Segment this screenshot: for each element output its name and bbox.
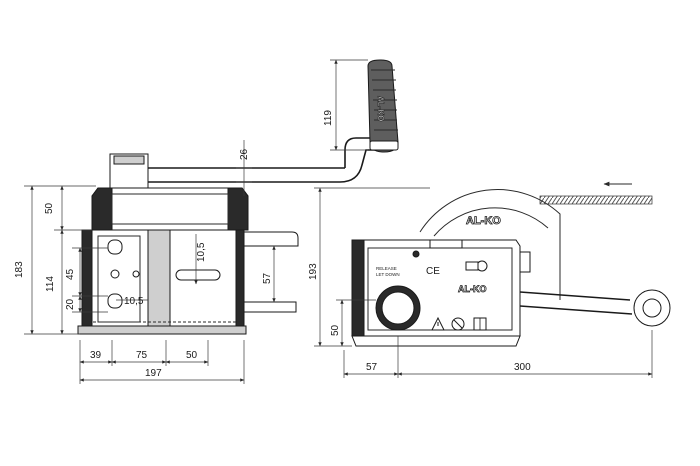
base-plate: [77, 325, 247, 335]
plate-brand: AL-KO: [458, 284, 487, 294]
dim-20: 20: [65, 298, 76, 310]
top-tab: [429, 239, 463, 249]
front-view: AL-KO: [14, 59, 399, 384]
manual-book-icon: [473, 317, 487, 331]
dim-75: 75: [136, 350, 148, 361]
label-release: RELEASE: [376, 266, 397, 271]
dim-39: 39: [90, 350, 102, 361]
dim-114: 114: [45, 276, 56, 292]
dim-50-top: 50: [44, 202, 55, 214]
dim-197: 197: [145, 368, 162, 379]
housing-top-panel: [111, 193, 229, 225]
side-plate-edge: [351, 239, 365, 337]
right-slot: [175, 269, 221, 281]
crank-end-inner: [642, 298, 662, 318]
prohibition-icon: [451, 317, 465, 331]
ce-mark: CE: [426, 266, 440, 277]
dim-26: 26: [239, 148, 250, 160]
handle-grip: AL-KO: [367, 59, 399, 153]
bracket-top: [243, 231, 299, 247]
body-right-edge: [235, 229, 245, 329]
crank-symbol-icon: [465, 260, 488, 272]
drum-outline: [419, 189, 561, 300]
warning-icon: [431, 316, 445, 331]
top-bolt: [412, 250, 420, 258]
dim-50-side: 50: [330, 324, 341, 336]
rope: [539, 195, 653, 205]
dim-119: 119: [323, 110, 334, 126]
dim-50-bottom: 50: [186, 350, 198, 361]
side-clip: [519, 251, 531, 273]
crank-bend: [344, 137, 370, 168]
dim-10-5-right: 10,5: [196, 242, 207, 262]
shaft-collar: [113, 155, 145, 165]
mount-hole-slot-bottom: [107, 293, 123, 309]
housing-right-shadow: [227, 187, 249, 231]
mount-hole-center: [110, 269, 120, 279]
body-center-strap: [147, 229, 171, 329]
side-crank-arm: [519, 291, 633, 315]
mount-hole-small: [132, 270, 140, 278]
drum-inner: [433, 207, 549, 237]
dim-57-front: 57: [262, 272, 273, 284]
dim-300: 300: [514, 362, 531, 373]
crank-bend-inner: [339, 149, 384, 183]
housing-left-shadow: [91, 187, 113, 231]
handle-brand-text: AL-KO: [376, 96, 385, 121]
release-knob-inner: [381, 291, 415, 325]
dim-45: 45: [65, 268, 76, 280]
drum-brand: AL-KO: [466, 215, 501, 227]
dim-10-5-left: 10,5: [124, 296, 144, 307]
bracket-bottom: [243, 301, 297, 313]
side-base: [351, 335, 521, 347]
label-letdown: LET DOWN: [376, 272, 400, 277]
side-view: AL-KO RELEASE LET DOWN CE AL-KO: [308, 181, 671, 378]
mount-hole-slot-top: [107, 239, 123, 255]
dim-193: 193: [308, 263, 319, 280]
body-left-edge: [81, 229, 93, 329]
dim-183: 183: [14, 261, 25, 278]
dim-57-side: 57: [366, 362, 378, 373]
